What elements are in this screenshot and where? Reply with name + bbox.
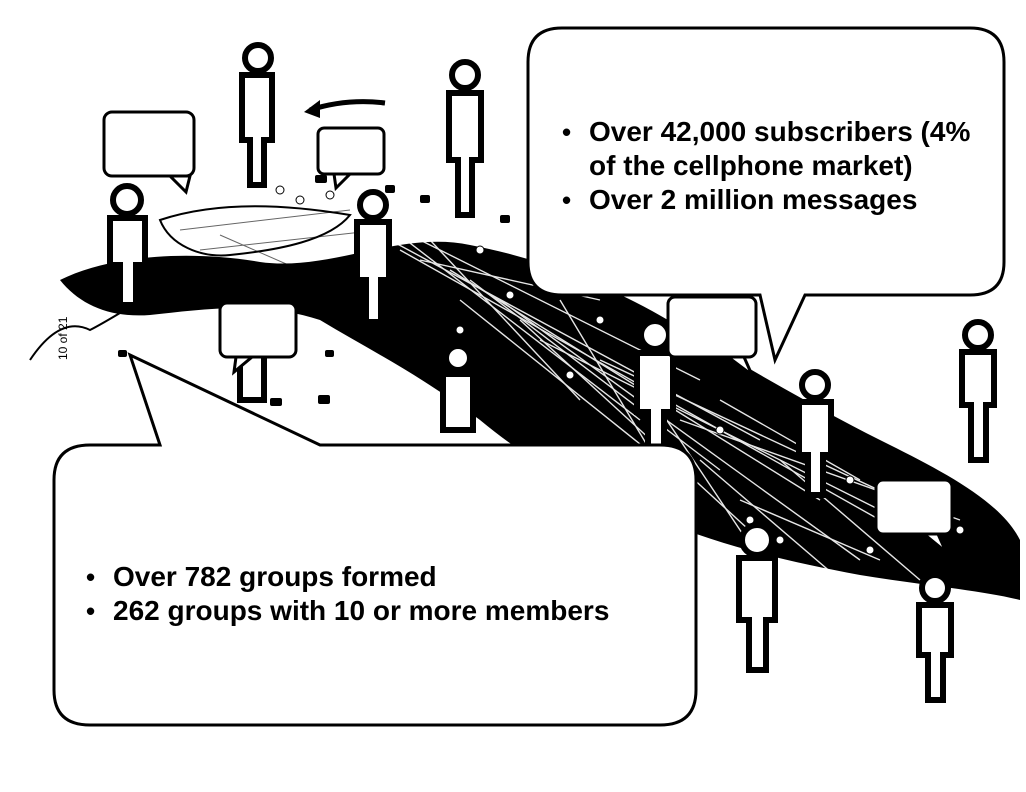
network-lines-dark [179, 209, 381, 271]
speech-bubble-icon [666, 295, 758, 380]
speech-bubbles [102, 110, 954, 554]
person-figure-icon [736, 522, 778, 673]
person-figure-icon [107, 183, 148, 308]
person-figure-icon [916, 572, 954, 703]
speech-bubble-icon [874, 478, 954, 554]
top-callout-list: Over 42,000 subscribers (4% of the cellp… [556, 115, 996, 217]
arrow-icon [309, 99, 386, 113]
list-item: 262 groups with 10 or more members [80, 594, 640, 628]
speech-bubble-icon [218, 301, 298, 376]
list-item: Over 782 groups formed [80, 560, 640, 594]
list-item: Over 42,000 subscribers (4% of the cellp… [556, 115, 996, 183]
person-figure-icon [440, 343, 476, 433]
list-item: Over 2 million messages [556, 183, 996, 217]
person-figure-icon [354, 189, 392, 325]
speech-bubble-icon [316, 126, 386, 192]
bottom-callout-bubble [52, 352, 698, 727]
page-number: 10 of 21 [56, 316, 70, 360]
map-land [60, 241, 1020, 600]
top-callout-text: Over 42,000 subscribers (4% of the cellp… [556, 115, 996, 217]
speech-bubble-icon [102, 110, 196, 195]
person-figure-icon [446, 59, 484, 218]
person-figure-icon [959, 319, 997, 463]
map-land-light-strip [158, 205, 352, 257]
bottom-callout-text: Over 782 groups formed 262 groups with 1… [80, 560, 640, 628]
arrow-head-icon [304, 100, 320, 118]
person-figure-icon [239, 42, 275, 188]
map-coast-outline [29, 289, 161, 361]
phone-blobs [118, 175, 510, 406]
bottom-callout-list: Over 782 groups formed 262 groups with 1… [80, 560, 640, 628]
person-figure-icon [796, 369, 834, 498]
node-figures [275, 185, 965, 555]
